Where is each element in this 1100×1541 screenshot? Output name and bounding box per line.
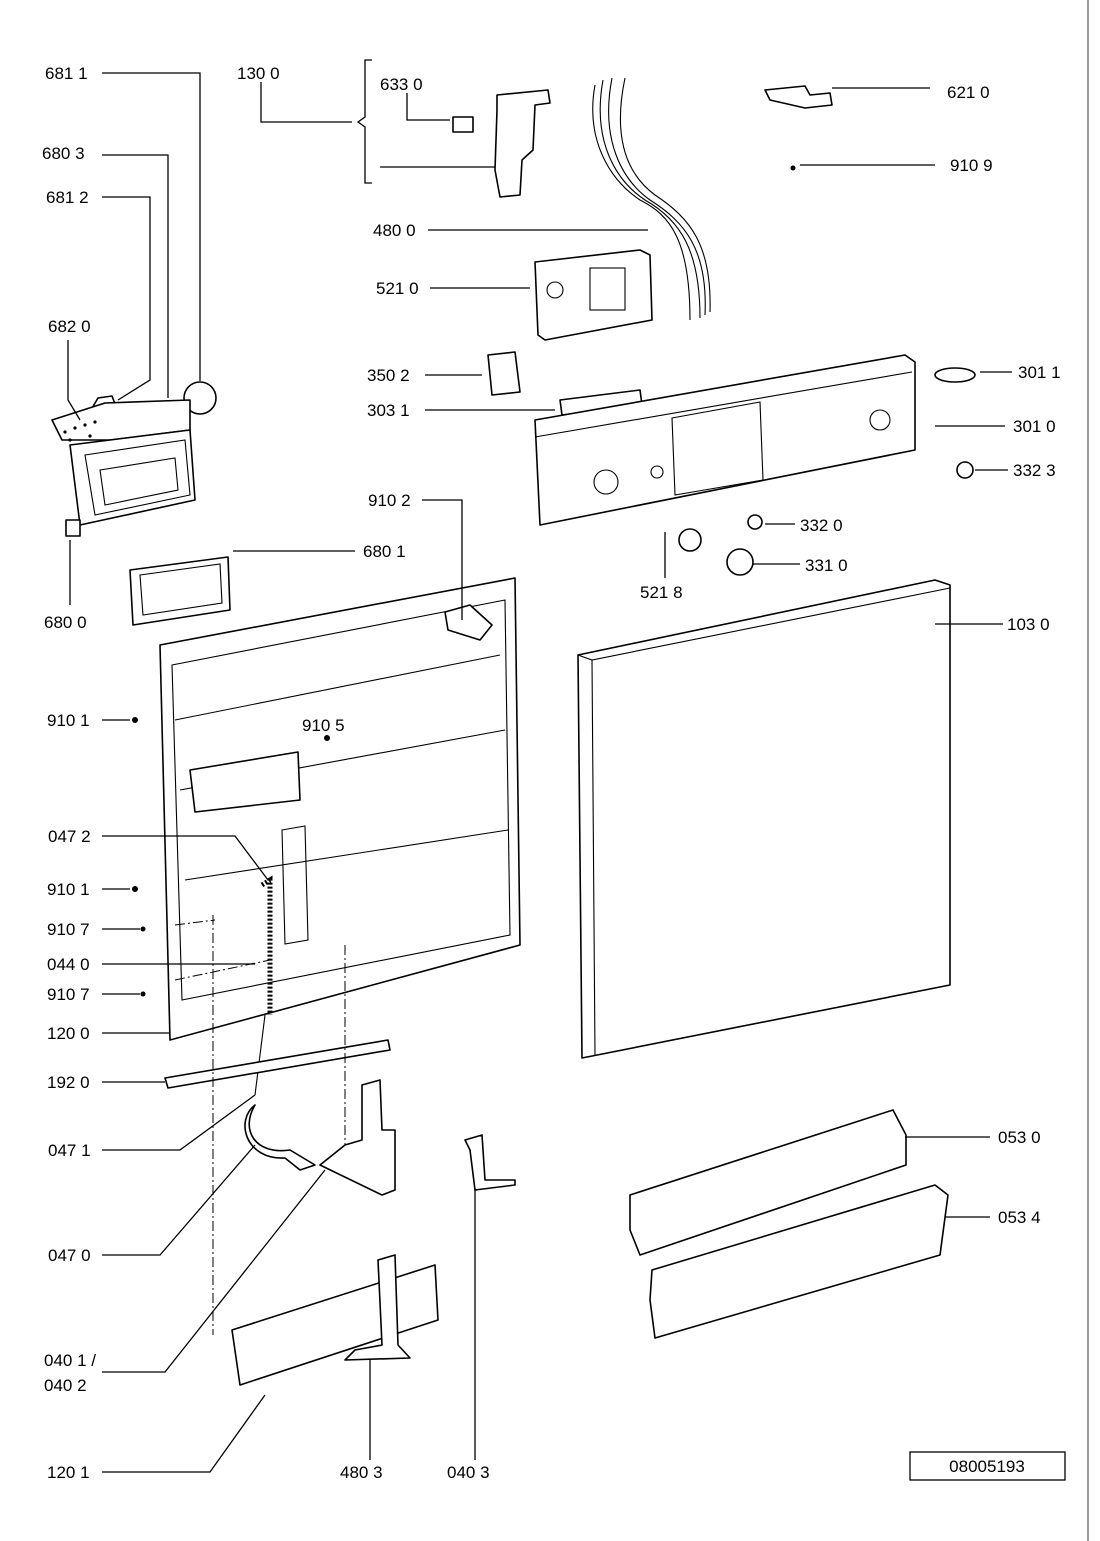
label-9107-bottom: 910 7	[47, 985, 90, 1004]
label-9102: 910 2	[368, 491, 411, 510]
part-6210	[764, 85, 833, 109]
part-5210-control-board	[534, 249, 653, 341]
part-0403-bracket	[464, 1134, 516, 1191]
label-0401: 040 1 /	[44, 1351, 96, 1370]
part-0471-rod	[254, 1014, 266, 1096]
part-6811-cap	[183, 381, 217, 415]
label-3323: 332 3	[1013, 461, 1056, 480]
part-0530-plinth	[629, 1109, 907, 1256]
screws	[132, 717, 330, 997]
label-3320: 332 0	[800, 516, 843, 535]
part-5218-selector	[678, 528, 702, 552]
part-1201-strip	[231, 1264, 439, 1386]
part-0534-cover	[649, 1184, 949, 1339]
alignment-lines	[174, 915, 346, 1335]
label-6800: 680 0	[44, 613, 87, 632]
part-3011-seal	[934, 367, 976, 383]
label-0470: 047 0	[48, 1246, 91, 1265]
drawing-number-box	[909, 1451, 1066, 1481]
part-6801-gasket	[129, 556, 231, 626]
part-4803-bracket	[344, 1254, 411, 1361]
label-1030: 103 0	[1007, 615, 1050, 634]
label-5210: 521 0	[376, 279, 419, 298]
label-0440: 044 0	[47, 955, 90, 974]
label-0530: 053 0	[998, 1128, 1041, 1147]
label-3010: 301 0	[1013, 417, 1056, 436]
label-3011: 301 1	[1018, 363, 1061, 382]
part-3323-knob	[956, 461, 974, 479]
label-6812: 681 2	[46, 188, 89, 207]
label-1920: 192 0	[47, 1073, 90, 1092]
part-3320-button	[747, 514, 763, 530]
label-5218: 521 8	[640, 583, 683, 602]
part-4800-wiring-harness	[592, 77, 711, 321]
label-0472: 047 2	[48, 827, 91, 846]
label-1300: 130 0	[237, 64, 280, 83]
part-0440-spring	[260, 875, 273, 1015]
label-9105: 910 5	[302, 716, 345, 735]
label-6811: 681 1	[45, 64, 88, 83]
part-3310-knob	[726, 548, 754, 576]
label-3502: 350 2	[367, 366, 410, 385]
label-6210: 621 0	[947, 83, 990, 102]
part-6800-dispenser	[51, 399, 196, 537]
part-0470-hinge	[244, 1104, 316, 1171]
label-4800: 480 0	[373, 221, 416, 240]
leader-lines	[67, 59, 1012, 1473]
label-3310: 331 0	[805, 556, 848, 575]
label-3031: 303 1	[367, 401, 410, 420]
part-1200-inner-door	[159, 577, 521, 1041]
label-9101-top: 910 1	[47, 711, 90, 730]
label-0471: 047 1	[48, 1141, 91, 1160]
label-6330: 633 0	[380, 75, 423, 94]
part-3010-control-panel	[534, 354, 916, 526]
label-6820: 682 0	[48, 317, 91, 336]
label-6801: 680 1	[363, 542, 406, 561]
label-1201: 120 1	[47, 1463, 90, 1482]
label-0403: 040 3	[447, 1463, 490, 1482]
label-9101-bottom: 910 1	[47, 880, 90, 899]
label-9109: 910 9	[950, 156, 993, 175]
label-1200: 120 0	[47, 1024, 90, 1043]
label-4803: 480 3	[340, 1463, 383, 1482]
part-1300-door-lock	[452, 89, 551, 198]
label-0534: 053 4	[998, 1208, 1041, 1227]
label-6803: 680 3	[42, 144, 85, 163]
part-3502	[487, 351, 521, 396]
part-0401-bracket	[319, 1079, 396, 1196]
part-9109-screw	[790, 165, 796, 171]
part-1030-door-panel	[577, 579, 951, 1059]
part-1920-strip	[164, 1039, 391, 1089]
label-9107-top: 910 7	[47, 920, 90, 939]
label-0402: 040 2	[44, 1376, 87, 1395]
drawing-number: 08005193	[949, 1457, 1025, 1476]
